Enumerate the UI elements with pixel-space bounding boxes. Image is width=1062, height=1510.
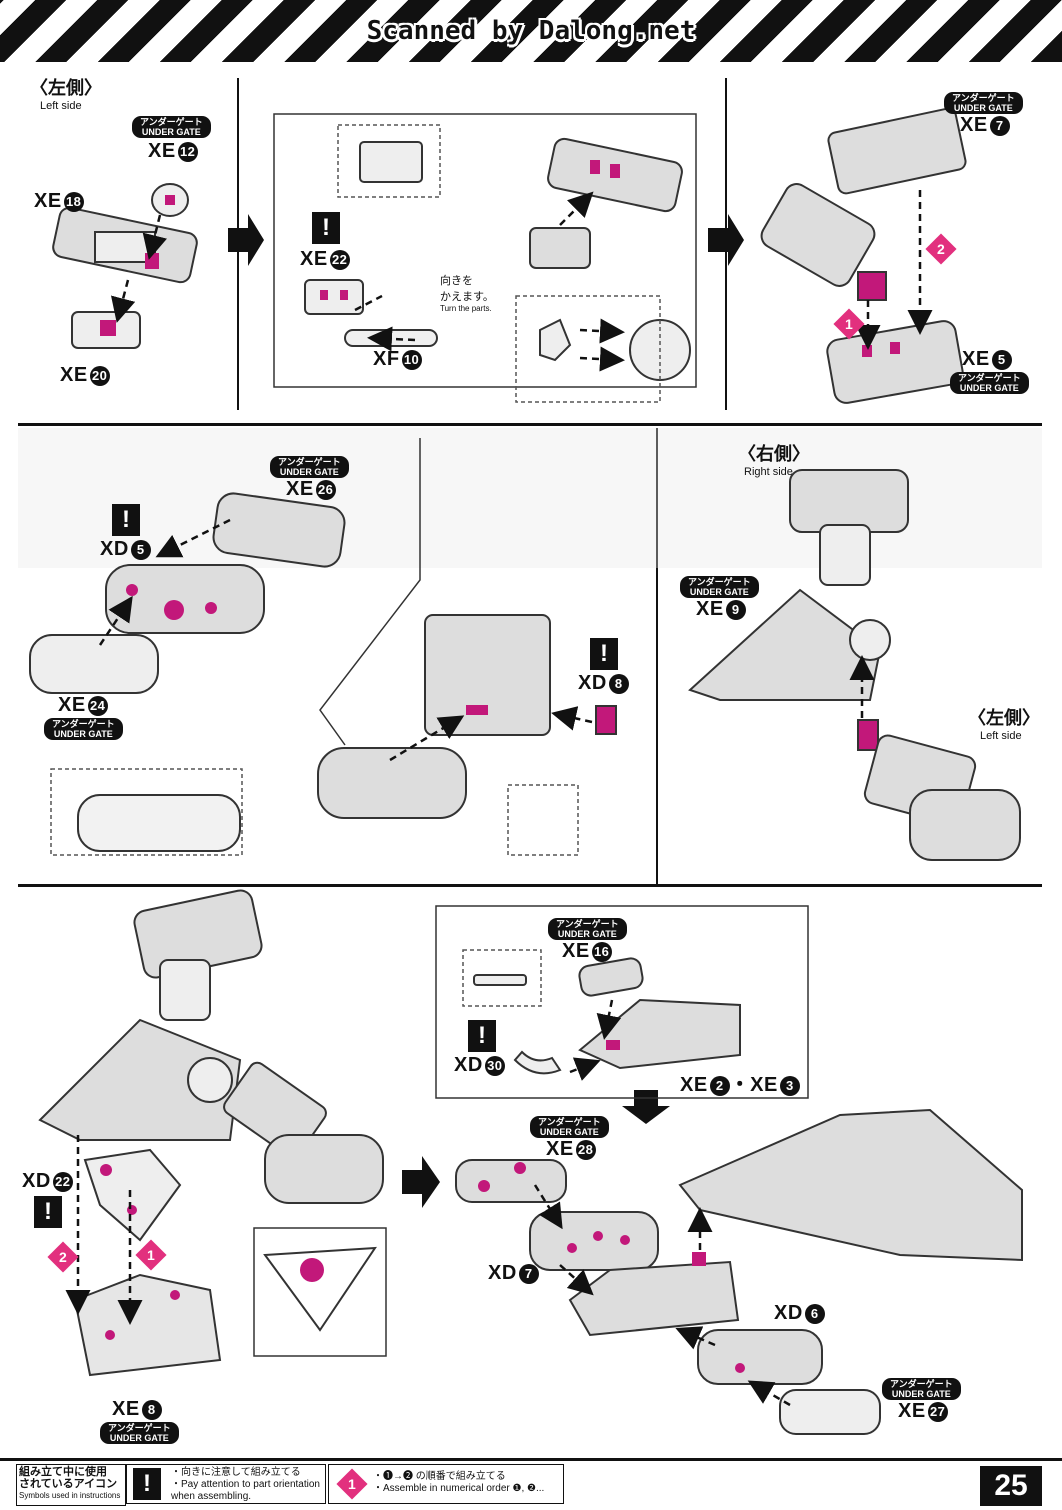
divider-row2 xyxy=(18,884,1042,887)
gate-en: UNDER GATE xyxy=(141,127,201,137)
attention-icon: ! xyxy=(590,638,618,670)
header-stripe-band xyxy=(0,0,1062,62)
panel1-side-label: 〈左側〉 Left side xyxy=(30,74,102,112)
attention-icon: ! xyxy=(34,1196,62,1228)
watermark-text: Scanned by Dalong.net xyxy=(366,16,696,46)
attention-icon: ! xyxy=(112,504,140,536)
footer-attention-legend: ! ・向きに注意して組み立てる ・Pay attention to part o… xyxy=(126,1464,326,1504)
footer-rule xyxy=(0,1458,1062,1461)
header-bar: Scanned by Dalong.net xyxy=(0,0,1062,62)
side-label-jp: 〈左側〉 xyxy=(30,78,102,98)
footer-order-legend: 1 ・❶→❷ の順番で組み立てる ・Assemble in numerical … xyxy=(328,1464,564,1504)
divider-col3 xyxy=(656,428,658,884)
side-label-en: Left side xyxy=(40,100,82,112)
attention-icon: ! xyxy=(312,212,340,244)
turn-parts-note: 向きを かえます。 Turn the parts. xyxy=(440,275,494,313)
page-number: 25 xyxy=(994,1469,1028,1502)
panel5-side-label: 〈右側〉 Right side xyxy=(738,444,810,478)
step-badge-1: 1 xyxy=(336,1468,368,1500)
panel5-side-label-2: 〈左側〉 Left side xyxy=(968,708,1040,742)
gate-jp: アンダーゲート xyxy=(140,117,203,127)
attention-icon: ! xyxy=(133,1468,161,1500)
page-number-tab: 25 xyxy=(980,1466,1042,1506)
footer-icons-legend: 組み立て中に使用 されているアイコン Symbols used in instr… xyxy=(16,1464,126,1506)
attention-icon: ! xyxy=(468,1020,496,1052)
divider-row1 xyxy=(18,423,1042,426)
